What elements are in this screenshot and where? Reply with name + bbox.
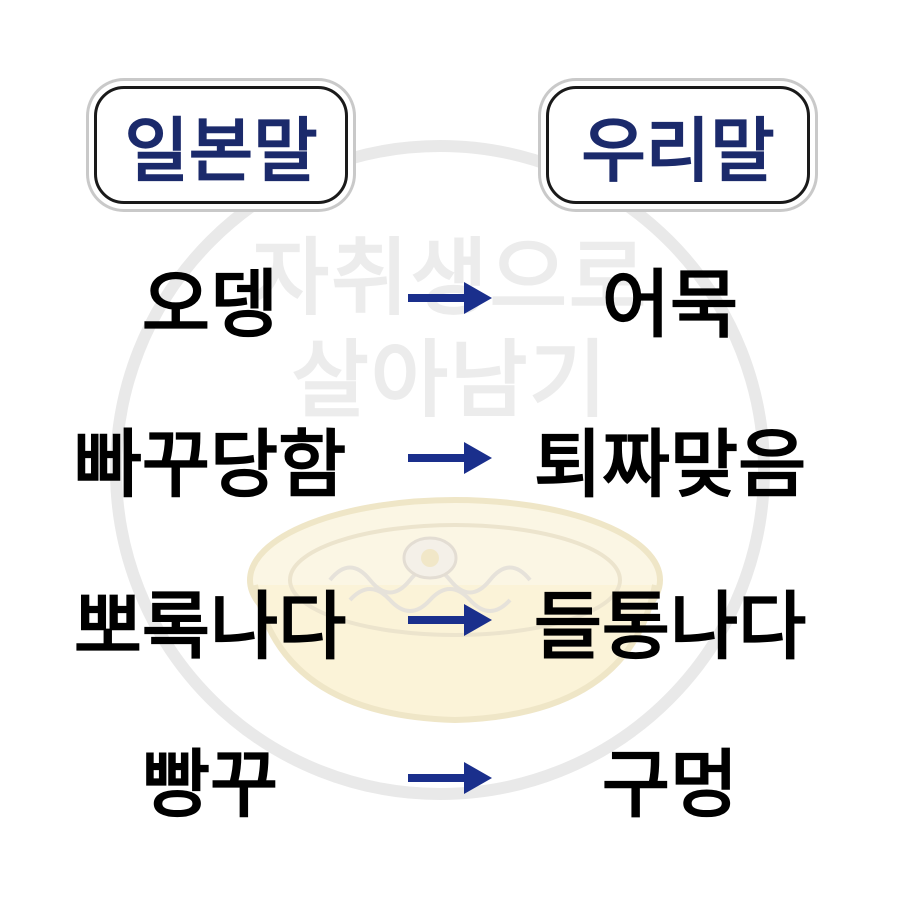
japanese-word: 빠꾸당함 xyxy=(73,421,347,508)
right-arrow-icon xyxy=(408,604,492,636)
word-row: 빵꾸 구멍 xyxy=(0,728,900,828)
korean-word: 어묵 xyxy=(601,261,739,348)
right-arrow-icon xyxy=(408,762,492,794)
header-japanese-badge: 일본말 xyxy=(94,86,348,204)
japanese-word: 오뎅 xyxy=(141,261,279,348)
watermark-line-2: 살아남기 xyxy=(291,331,609,429)
korean-word: 구멍 xyxy=(601,741,739,828)
korean-word: 들통나다 xyxy=(533,583,807,670)
watermark-line-1: 자취생으로 xyxy=(251,229,649,327)
japanese-word: 빵꾸 xyxy=(141,741,279,828)
japanese-word: 뽀록나다 xyxy=(73,583,347,670)
word-row: 뽀록나다 들통나다 xyxy=(0,570,900,670)
watermark-bowl-icon xyxy=(247,497,663,724)
korean-word: 퇴짜맞음 xyxy=(533,421,807,508)
right-arrow-icon xyxy=(408,282,492,314)
header-korean-badge: 우리말 xyxy=(546,86,810,204)
right-arrow-icon xyxy=(408,442,492,474)
word-row: 오뎅 어묵 xyxy=(0,248,900,348)
word-row: 빠꾸당함 퇴짜맞음 xyxy=(0,408,900,508)
